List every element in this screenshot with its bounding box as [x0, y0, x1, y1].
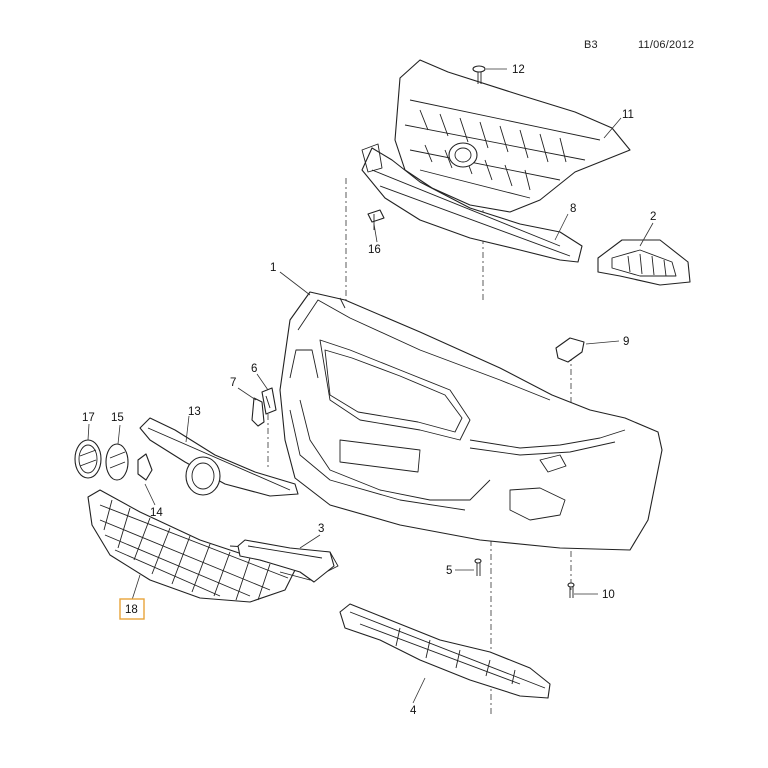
callout-8: 8: [570, 203, 576, 215]
callout-labels: 1 2 3 4 5 6 7 8 9 10 11 12 13 14 15 16 1…: [82, 64, 656, 717]
callout-18-highlighted[interactable]: 18: [119, 598, 145, 620]
part-6-bracket: [261, 387, 277, 415]
callout-6: 6: [251, 363, 257, 375]
part-11-upper-grille: [394, 59, 631, 213]
part-15-emblem-badge: [105, 443, 129, 481]
part-13-trim-strip: [139, 417, 299, 497]
part-14-emblem-ring: [137, 453, 221, 496]
callout-4: 4: [410, 705, 417, 717]
callout-9: 9: [623, 336, 629, 348]
callout-1: 1: [270, 262, 276, 274]
callout-11: 11: [622, 109, 634, 121]
part-4-undertray: [339, 603, 551, 699]
callout-13: 13: [188, 406, 201, 418]
callout-14: 14: [150, 507, 163, 519]
part-16-clip: [367, 209, 385, 230]
page-code: B3: [584, 39, 598, 51]
callout-15: 15: [111, 412, 124, 424]
callout-5: 5: [446, 565, 452, 577]
leader-lines: [87, 68, 654, 704]
part-8-grille-carrier: [361, 143, 583, 263]
callout-17: 17: [82, 412, 95, 424]
diagram-date: 11/06/2012: [638, 39, 695, 51]
part-12-screw: [472, 65, 486, 84]
part-1-bumper-cover: [279, 291, 663, 551]
callout-12: 12: [512, 64, 525, 76]
callout-16: 16: [368, 244, 381, 256]
part-2-fog-lamp-bezel: [597, 239, 691, 286]
part-9-bracket: [555, 337, 585, 363]
callout-7: 7: [230, 377, 236, 389]
part-3-side-deflector: [237, 539, 335, 583]
part-5-screw: [474, 558, 482, 576]
callout-2: 2: [650, 211, 656, 223]
callout-18[interactable]: 18: [125, 604, 138, 616]
callout-18-highlight-box[interactable]: [119, 598, 145, 620]
callout-10: 10: [602, 589, 615, 601]
part-18-lower-grille: [87, 489, 339, 603]
callout-3: 3: [318, 523, 324, 535]
part-17-emblem-badge: [74, 439, 102, 479]
part-10-screw: [567, 582, 575, 598]
part-7-bracket: [251, 397, 265, 427]
